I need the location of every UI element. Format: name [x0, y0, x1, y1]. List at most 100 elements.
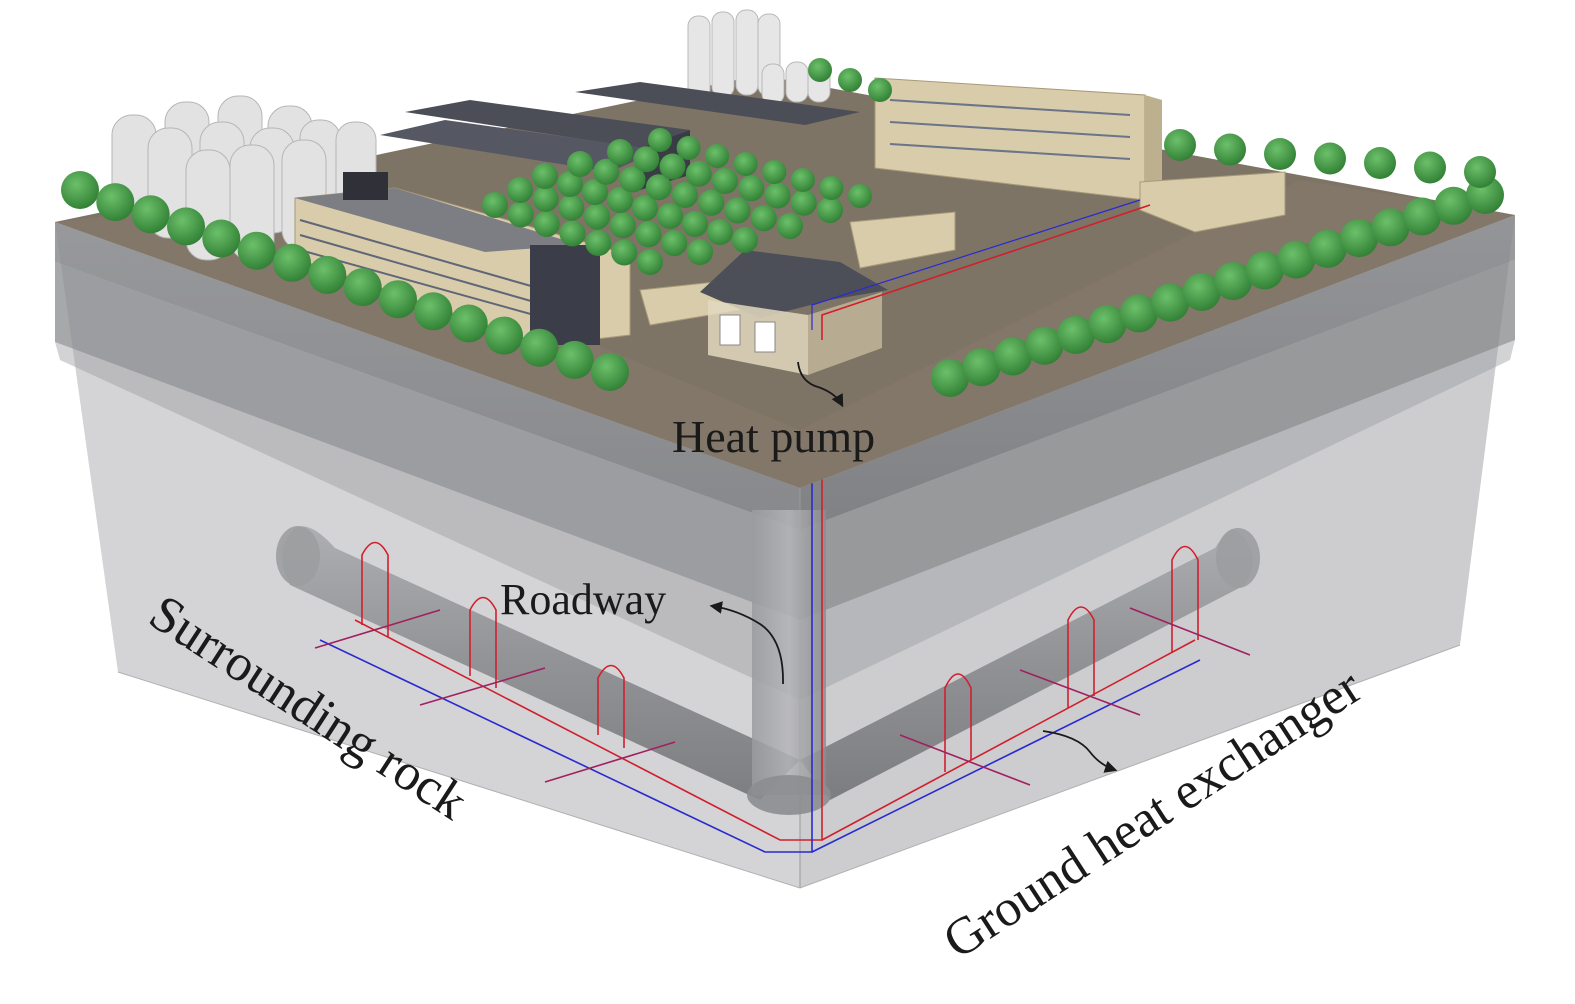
- tree: [733, 152, 758, 176]
- pipe-return-right: [811, 659, 1201, 853]
- tree: [1314, 142, 1346, 175]
- tree: [379, 280, 417, 319]
- ground-heat-exchanger-pipes: [314, 308, 1251, 853]
- loop-right-3: [1171, 545, 1199, 652]
- small-building-right: [1139, 171, 1286, 233]
- tree: [131, 195, 170, 234]
- tree: [585, 230, 612, 256]
- tree: [96, 183, 135, 222]
- tree: [698, 189, 725, 216]
- tree: [1414, 151, 1446, 184]
- tree: [676, 136, 701, 160]
- tree: [308, 255, 347, 294]
- pipe-return-main: [319, 308, 813, 853]
- rock-edge-bottom: [117, 644, 1461, 889]
- loop-left-1: [361, 541, 389, 637]
- tree: [1340, 219, 1379, 258]
- tree: [817, 197, 843, 223]
- warehouse-roof-3: [575, 82, 860, 125]
- tree: [838, 68, 862, 92]
- tree: [273, 243, 311, 282]
- tree: [645, 174, 672, 201]
- rock-layer-left-3: [55, 342, 800, 700]
- tree: [532, 163, 558, 189]
- tree: [648, 128, 672, 152]
- tree: [687, 239, 713, 265]
- branch-right-3: [1129, 607, 1251, 656]
- trees: [61, 58, 1504, 397]
- rock-layer-right-3: [800, 340, 1515, 700]
- tree: [1364, 147, 1396, 179]
- branch-right-2: [1019, 669, 1141, 716]
- tree: [657, 203, 683, 229]
- tree: [414, 292, 453, 331]
- tree: [790, 168, 815, 192]
- tree: [567, 151, 593, 177]
- tree: [705, 144, 730, 168]
- tree: [607, 139, 633, 165]
- surface-facilities: [111, 9, 1286, 375]
- soil-top-shade: [55, 180, 1515, 488]
- heat-pump-roof: [700, 250, 888, 318]
- tree: [343, 268, 382, 307]
- warehouse-roof-1: [405, 100, 690, 148]
- tree: [202, 219, 241, 258]
- dark-block-left: [343, 172, 388, 200]
- tree: [819, 176, 844, 200]
- tree: [593, 158, 620, 185]
- annex-building: [849, 211, 956, 269]
- tree: [707, 219, 733, 245]
- tree: [1464, 156, 1496, 188]
- tree: [635, 221, 662, 248]
- roadway-tunnels: [276, 510, 1260, 815]
- tree: [557, 171, 583, 197]
- tree: [607, 187, 633, 213]
- loop-right-2: [1067, 606, 1095, 708]
- tree: [1088, 305, 1127, 344]
- tree: [738, 175, 765, 202]
- office-windows-left: [299, 219, 546, 319]
- rock-layer-left-2: [55, 262, 800, 620]
- tree: [1056, 315, 1095, 354]
- tunnel-left: [282, 526, 801, 800]
- tree: [672, 182, 698, 208]
- arrow-ground-heat-exchanger: [1042, 730, 1118, 773]
- tree: [1245, 251, 1284, 290]
- office-roof-left: [295, 188, 580, 252]
- rock-layer-left-1: [55, 222, 800, 530]
- tree: [237, 231, 276, 270]
- surface-pipe-supply: [821, 204, 1151, 340]
- tree: [1371, 208, 1410, 247]
- label-roadway: Roadway: [500, 575, 666, 624]
- shaft-bottom: [747, 775, 831, 815]
- tree: [637, 249, 663, 275]
- tree: [868, 78, 892, 102]
- branch-left-2: [419, 667, 546, 706]
- tree: [61, 171, 99, 209]
- tree: [682, 211, 708, 237]
- silo-cluster-back: [687, 9, 831, 105]
- heat-pump-door-2: [754, 321, 776, 353]
- tree: [520, 328, 559, 367]
- tree: [1164, 129, 1196, 161]
- loop-right-1: [944, 673, 972, 772]
- tree: [507, 201, 534, 228]
- arrow-roadway: [709, 601, 784, 685]
- tree: [1277, 240, 1316, 279]
- tree: [609, 212, 636, 239]
- surface-pipe-return: [811, 199, 1141, 330]
- tree: [632, 195, 658, 221]
- tree: [633, 146, 660, 173]
- tree: [685, 160, 712, 187]
- loop-left-3: [597, 664, 625, 748]
- tree: [808, 58, 832, 82]
- rock-layer-right-2: [800, 260, 1515, 620]
- loop-left-2: [469, 596, 497, 688]
- tree: [507, 177, 533, 203]
- tree: [750, 205, 777, 232]
- tree: [659, 153, 686, 180]
- tree: [777, 213, 803, 239]
- tree: [1214, 133, 1246, 166]
- tree: [764, 182, 791, 209]
